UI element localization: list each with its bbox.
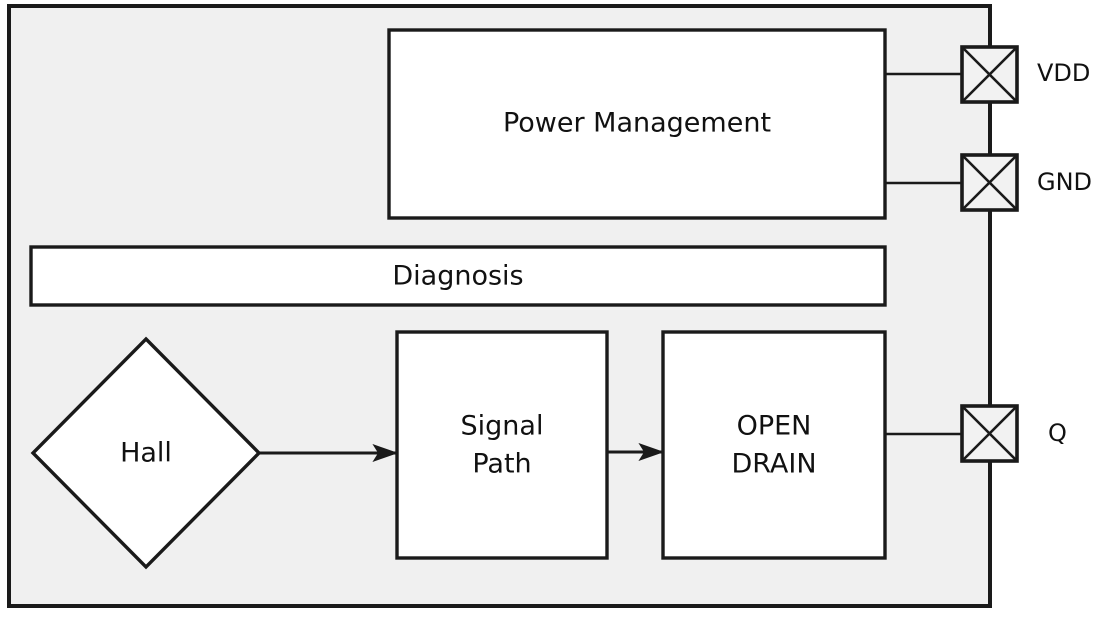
- open-drain-box: [661, 330, 887, 560]
- pad-q-cross-icon-2: [961, 405, 1018, 462]
- pad-q[interactable]: Q: [960, 404, 1067, 463]
- pad-gnd-cross-icon-2: [961, 154, 1018, 211]
- open-drain-label-line2: DRAIN: [731, 449, 816, 480]
- pad-vdd-label: VDD: [1037, 59, 1090, 87]
- block-hall[interactable]: Hall: [30, 336, 262, 570]
- open-drain-label-line1: OPEN: [737, 411, 812, 442]
- pad-vdd[interactable]: VDD: [960, 45, 1090, 104]
- power-management-label: Power Management: [503, 108, 771, 139]
- signal-path-label-line2: Path: [472, 449, 531, 480]
- block-signal-path[interactable]: Signal Path: [395, 330, 609, 560]
- block-diagnosis[interactable]: Diagnosis: [29, 245, 887, 307]
- hall-diamond: [30, 336, 262, 570]
- diagnosis-label: Diagnosis: [392, 261, 523, 292]
- power-management-box: [387, 28, 887, 220]
- block-open-drain[interactable]: OPEN DRAIN: [661, 330, 887, 560]
- hall-label: Hall: [120, 438, 172, 469]
- pad-gnd[interactable]: GND: [960, 153, 1092, 212]
- connection-wires: [259, 72, 962, 462]
- pad-q-label: Q: [1048, 419, 1067, 447]
- pad-gnd-label: GND: [1037, 168, 1092, 196]
- signal-path-label-line1: Signal: [461, 411, 544, 442]
- signal-path-box: [395, 330, 609, 560]
- diagnosis-box: [29, 245, 887, 307]
- pad-vdd-cross-icon-2: [961, 46, 1018, 103]
- block-power-management[interactable]: Power Management: [387, 28, 887, 220]
- pin-pads: VDD GND Q: [960, 45, 1092, 463]
